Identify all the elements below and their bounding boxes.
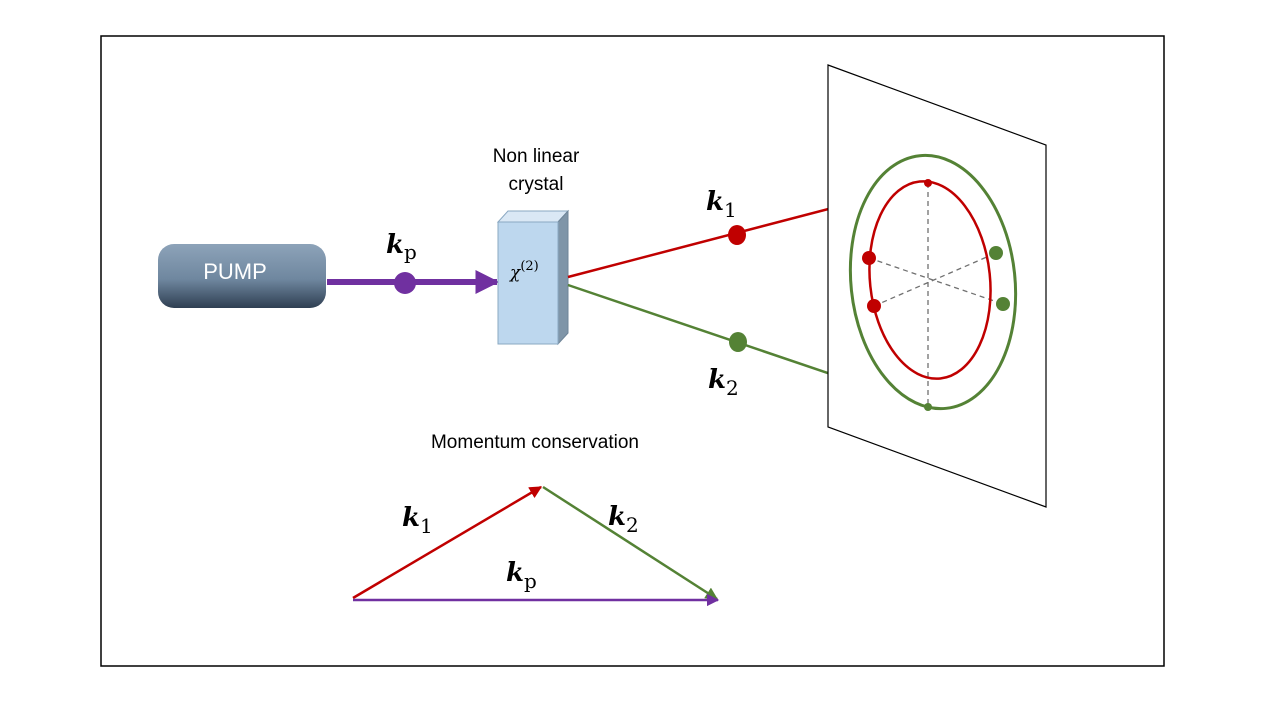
signal-ring-dot-left-lower <box>867 299 881 313</box>
chi-label: χ(2) <box>509 259 539 283</box>
signal-k-label: k1 <box>706 187 737 222</box>
signal-ring-dot-left-upper <box>862 251 876 265</box>
pump-box <box>158 244 326 308</box>
pump-k-label: kp <box>386 230 417 264</box>
idler-ring-dot-right-lower <box>996 297 1010 311</box>
idler-ring-dot-right-upper <box>989 246 1003 260</box>
idler-ring <box>848 153 1018 411</box>
nonlinear-crystal: χ(2) <box>496 209 570 346</box>
signal-ring <box>868 180 992 380</box>
crystal-title-line1: Non linear <box>493 146 580 167</box>
pump-source: PUMP <box>158 244 326 308</box>
signal-ring-dot-top <box>924 179 932 187</box>
signal-photon <box>728 225 746 245</box>
idler-k-label: k2 <box>708 365 739 400</box>
idler-ring-dot-bottom <box>924 403 932 411</box>
momentum-kp-label: kp <box>506 558 537 593</box>
pump-label: PUMP <box>203 259 267 284</box>
momentum-k1-label: k1 <box>402 503 433 538</box>
crystal-title-line2: crystal <box>509 174 564 195</box>
momentum-k2-vector <box>542 485 719 601</box>
momentum-title: Momentum conservation <box>431 432 639 453</box>
correlation-lines <box>868 183 1004 407</box>
momentum-k1-vector <box>352 485 543 600</box>
momentum-k2-label: k2 <box>608 502 639 537</box>
idler-photon <box>729 332 747 352</box>
pump-photon <box>394 272 416 294</box>
